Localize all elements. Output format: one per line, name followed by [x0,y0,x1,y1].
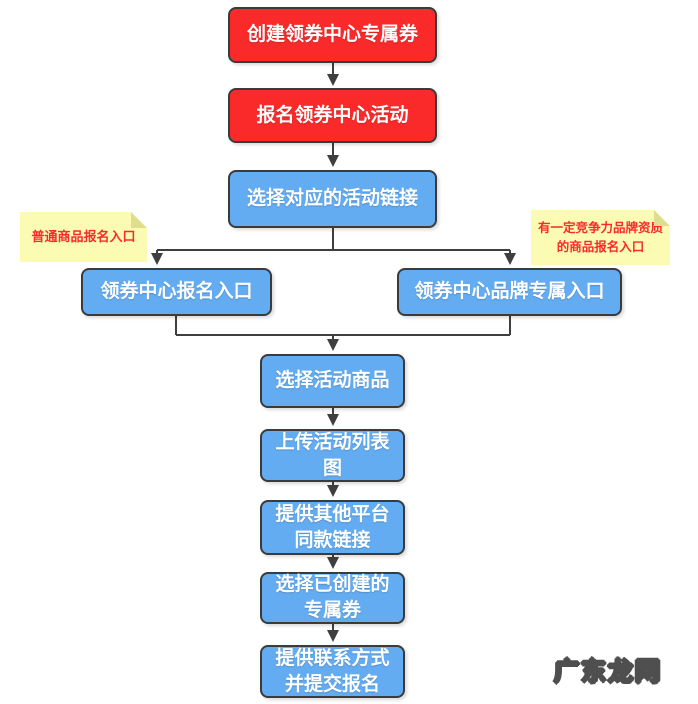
flow-node-create-exclusive-coupon: 创建领券中心专属券 [228,7,437,63]
flow-node-other-platform-link: 提供其他平台同款链接 [260,500,405,555]
sticky-note-brand-goods-entry: 有一定竞争力品牌资质的商品报名入口 [531,210,670,265]
flow-node-signup-activity: 报名领券中心活动 [228,88,437,143]
sticky-note-normal-goods-entry: 普通商品报名入口 [20,212,147,262]
flow-node-select-created-coupon: 选择已创建的专属券 [260,572,405,624]
flow-node-upload-list-image: 上传活动列表图 [260,429,405,482]
flow-node-contact-and-submit: 提供联系方式并提交报名 [260,645,405,698]
flow-node-select-activity-goods: 选择活动商品 [260,354,405,408]
watermark-text: 广东龙网 [553,657,662,687]
flow-node-normal-signup-entry: 领券中心报名入口 [81,268,272,316]
flow-node-brand-exclusive-entry: 领券中心品牌专属入口 [397,268,622,316]
flow-node-select-activity-link: 选择对应的活动链接 [228,170,437,228]
